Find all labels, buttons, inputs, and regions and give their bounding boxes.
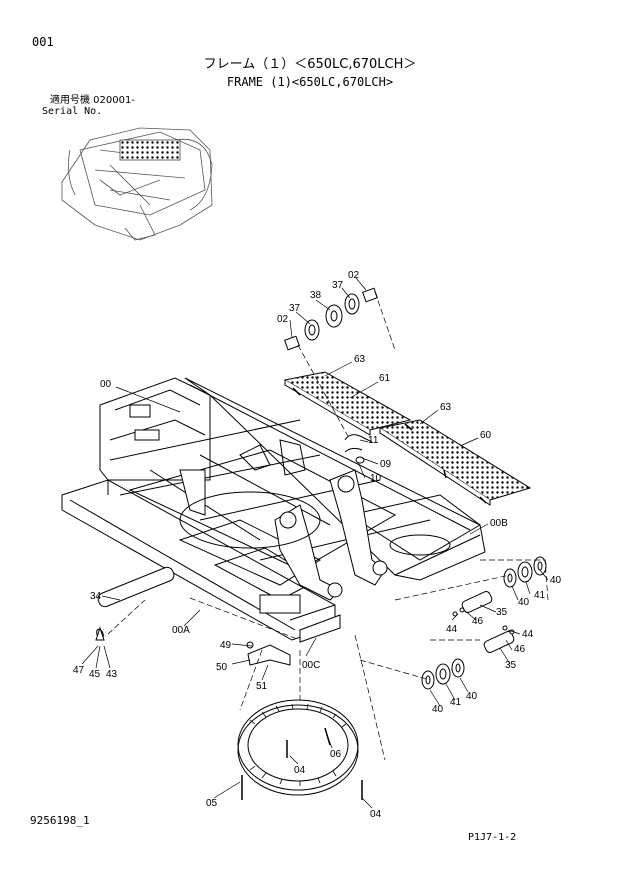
callout-09: 09 [380, 459, 392, 470]
assembly-lines [107, 291, 549, 761]
callout-45: 45 [89, 669, 101, 680]
callout-05: 05 [206, 798, 218, 809]
serial-label-english: Serial No. [42, 106, 103, 117]
callout-06: 06 [330, 749, 342, 760]
callout-02-lower: 02 [277, 314, 289, 325]
machine-thumbnail [61, 127, 213, 241]
callout-40-b: 40 [518, 597, 530, 608]
small-pins [344, 434, 373, 464]
page-code: P1J7-1-2 [468, 832, 517, 843]
serial-label-japanese: 適用号機 020001- [50, 95, 135, 106]
callout-63-right: 63 [440, 402, 452, 413]
callout-49: 49 [220, 640, 232, 651]
main-frame-assembly [61, 377, 486, 643]
callout-41-b: 41 [450, 697, 462, 708]
callout-35-lower: 35 [505, 660, 517, 671]
callout-51: 51 [256, 681, 268, 692]
callout-35-upper: 35 [496, 607, 508, 618]
leader-lines [81, 277, 549, 809]
drawing-number: 9256198_1 [30, 814, 90, 827]
callout-04-inner: 04 [294, 765, 306, 776]
callout-37-upper: 37 [332, 280, 344, 291]
callout-46-lower: 46 [514, 644, 526, 655]
callout-46-upper: 46 [472, 616, 484, 627]
callout-04-outer: 04 [370, 809, 382, 820]
callout-61: 61 [379, 373, 391, 384]
right-pin-assemblies [421, 556, 547, 690]
callout-47: 47 [73, 665, 85, 676]
callout-11: 11 [368, 435, 379, 446]
callout-02-upper: 02 [348, 270, 360, 281]
upper-pin-spacers [284, 287, 378, 351]
callout-37-lower: 37 [289, 303, 301, 314]
callout-63-left: 63 [354, 354, 366, 365]
callout-44-lower: 44 [522, 629, 534, 640]
callout-labels: 00 02 37 38 37 02 63 61 63 60 11 09 10 0… [73, 270, 562, 820]
callout-00A: 00A [172, 625, 190, 636]
callout-00C: 00C [302, 660, 320, 671]
callout-40-c: 40 [466, 691, 478, 702]
callout-34: 34 [90, 591, 102, 602]
swing-circle-bearing [237, 699, 363, 800]
callout-44-upper: 44 [446, 624, 458, 635]
title-english: FRAME (1)<650LC,670LCH> [226, 75, 394, 89]
callout-00B: 00B [490, 518, 508, 529]
callout-40-d: 40 [432, 704, 444, 715]
page-number: 001 [32, 35, 54, 49]
title-japanese: フレーム（１）＜650LC,670LCH＞ [203, 57, 417, 72]
callout-50: 50 [216, 662, 228, 673]
walkway-gratings [283, 371, 532, 506]
callout-41-a: 41 [534, 590, 546, 601]
callout-43: 43 [106, 669, 118, 680]
callout-10: 10 [370, 473, 382, 484]
callout-00: 00 [100, 379, 112, 390]
callout-40-a: 40 [550, 575, 562, 586]
callout-38: 38 [310, 290, 322, 301]
callout-60: 60 [480, 430, 492, 441]
